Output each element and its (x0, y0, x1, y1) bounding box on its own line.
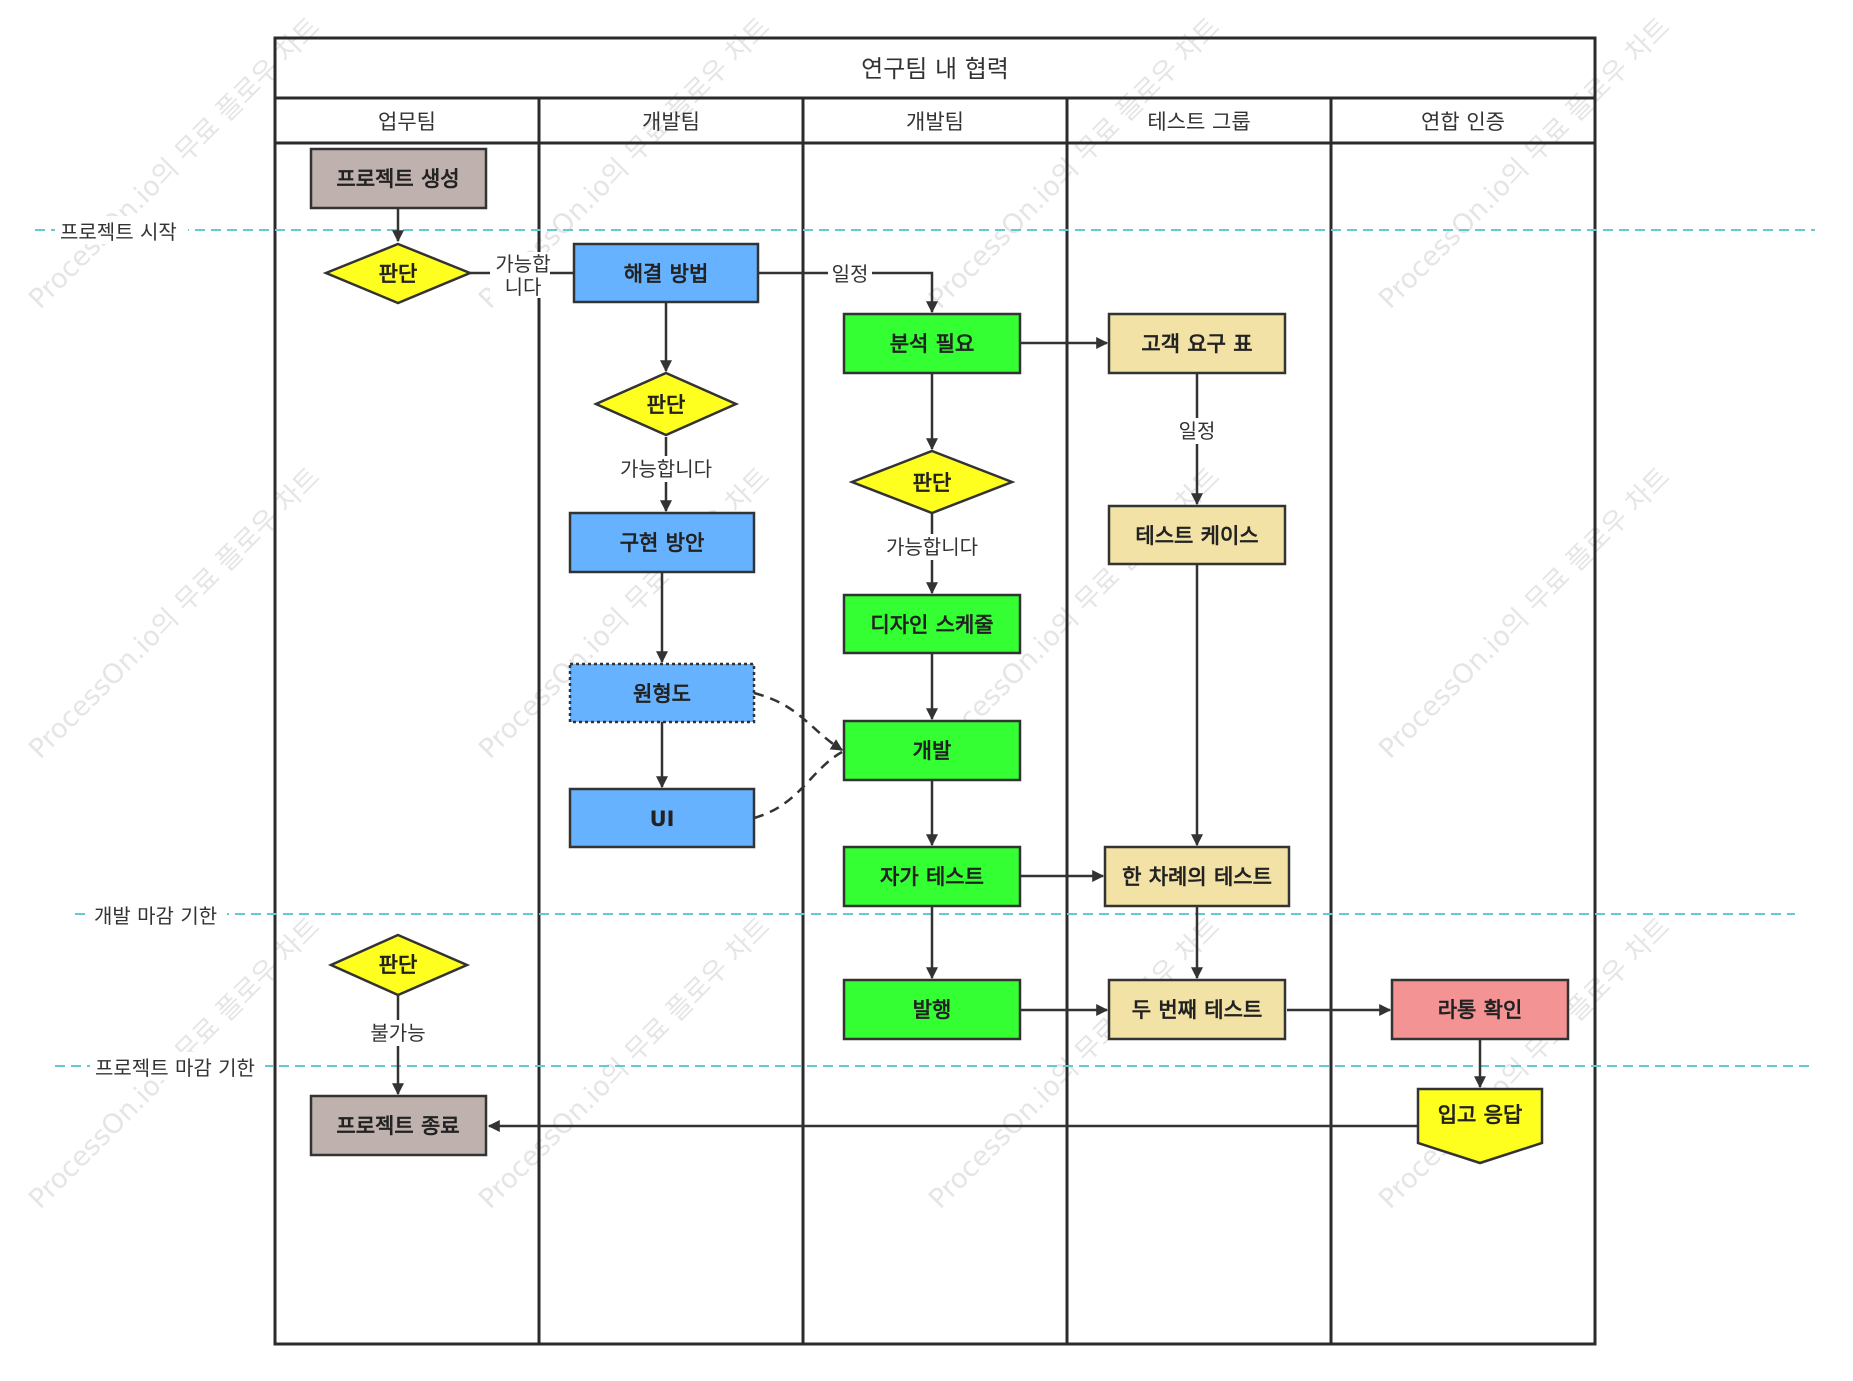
node-decision-1-label: 판단 (379, 262, 418, 286)
node-test-case-label: 테스트 케이스 (1135, 524, 1258, 548)
node-decision-4 (327, 933, 471, 997)
edge-label-possible-line2: 니다 (505, 275, 542, 299)
node-design-schedule (842, 593, 1022, 655)
node-decision-1 (322, 242, 474, 305)
edge-label-impossible: 불가능 (370, 1021, 425, 1045)
edge-label-possible-line1: 가능합 (495, 252, 550, 276)
node-confirm-label: 라통 확인 (1438, 998, 1523, 1022)
node-ui-label: UI (650, 807, 675, 831)
edge-label-bg (880, 534, 984, 560)
node-prototype (568, 662, 756, 724)
node-decision-2-label: 판단 (647, 393, 686, 417)
edge-solution-analysis (758, 271, 938, 314)
watermark: ProcessOn.io의 무료 플로우 차트 (23, 12, 326, 315)
pool-title: 연구팀 내 협력 (861, 55, 1009, 83)
node-solution-label: 해결 방법 (624, 262, 709, 286)
node-development-label: 개발 (913, 739, 952, 763)
edge-label-bg (366, 1020, 430, 1046)
watermark: ProcessOn.io의 무료 플로우 차트 (923, 912, 1226, 1215)
milestone-label-bg (89, 900, 227, 928)
node-project-end (309, 1094, 488, 1157)
edge-label-possible-3: 가능합니다 (886, 535, 978, 559)
node-decision-3-label: 판단 (913, 471, 952, 495)
node-project-create (309, 147, 488, 210)
node-solution (572, 242, 760, 304)
edge-ui-dev (753, 750, 843, 820)
node-development (842, 719, 1022, 782)
node-self-test-label: 자가 테스트 (880, 865, 984, 889)
node-warehouse-response-label: 입고 응답 (1438, 1103, 1523, 1127)
node-decision-2 (592, 371, 740, 437)
node-impl-plan (568, 511, 756, 574)
node-decision-3 (848, 449, 1016, 515)
node-second-test-label: 두 번째 테스트 (1132, 998, 1263, 1022)
node-project-create-label: 프로젝트 생성 (336, 167, 459, 191)
node-second-test (1107, 978, 1287, 1041)
edge-label-bg (828, 261, 872, 287)
edge-label-schedule-2: 일정 (1179, 419, 1216, 443)
milestone-dev-deadline: 개발 마감 기한 (94, 904, 217, 928)
node-project-end-label: 프로젝트 종료 (336, 1114, 459, 1138)
lane-header-business: 업무팀 (378, 110, 436, 134)
milestones (35, 229, 1815, 1067)
milestone-label-bg (90, 1052, 265, 1080)
node-ui (568, 787, 756, 849)
watermark: ProcessOn.io의 무료 플로우 차트 (1373, 912, 1676, 1215)
lane-header-test: 테스트 그룹 (1147, 110, 1250, 134)
lane-header-certification: 연합 인증 (1421, 110, 1505, 134)
swimlane-frame (273, 36, 1597, 1346)
node-customer-requirements-label: 고객 요구 표 (1141, 332, 1252, 356)
edge-prototype-dev (753, 691, 844, 752)
lane-header-dev-1: 개발팀 (642, 110, 700, 134)
watermark: ProcessOn.io의 무료 플로우 차트 (473, 912, 776, 1215)
edge-label-possible-2: 가능합니다 (620, 457, 712, 481)
node-analysis (842, 312, 1022, 375)
milestone-project-deadline: 프로젝트 마감 기한 (95, 1056, 255, 1080)
node-first-test (1103, 845, 1291, 908)
edge-label-schedule-1: 일정 (832, 262, 869, 286)
pool-border (273, 36, 1597, 1346)
milestone-label-bg (55, 216, 188, 244)
node-impl-plan-label: 구현 방안 (620, 531, 705, 555)
node-release-label: 발행 (913, 998, 952, 1022)
edge-label-bg (614, 456, 718, 482)
node-design-schedule-label: 디자인 스케줄 (870, 613, 993, 637)
edge-label-bg (1175, 418, 1219, 444)
node-prototype-label: 원형도 (633, 682, 691, 706)
node-confirm (1390, 978, 1570, 1041)
watermark: ProcessOn.io의 무료 플로우 차트 (1373, 12, 1676, 315)
node-self-test (842, 845, 1022, 908)
node-analysis-label: 분석 필요 (890, 332, 975, 356)
watermark: ProcessOn.io의 무료 플로우 차트 (1373, 462, 1676, 765)
edge-label-bg (490, 252, 550, 298)
node-warehouse-response (1416, 1087, 1544, 1165)
node-release (842, 978, 1022, 1041)
edges (392, 208, 1486, 1132)
node-customer-requirements (1107, 312, 1287, 375)
lane-header-dev-2: 개발팀 (906, 110, 964, 134)
node-first-test-label: 한 차례의 테스트 (1122, 865, 1272, 889)
node-decision-4-label: 판단 (379, 953, 418, 977)
watermark: ProcessOn.io의 무료 플로우 차트 (23, 462, 326, 765)
node-test-case (1107, 504, 1287, 566)
milestone-project-start: 프로젝트 시작 (60, 220, 177, 244)
